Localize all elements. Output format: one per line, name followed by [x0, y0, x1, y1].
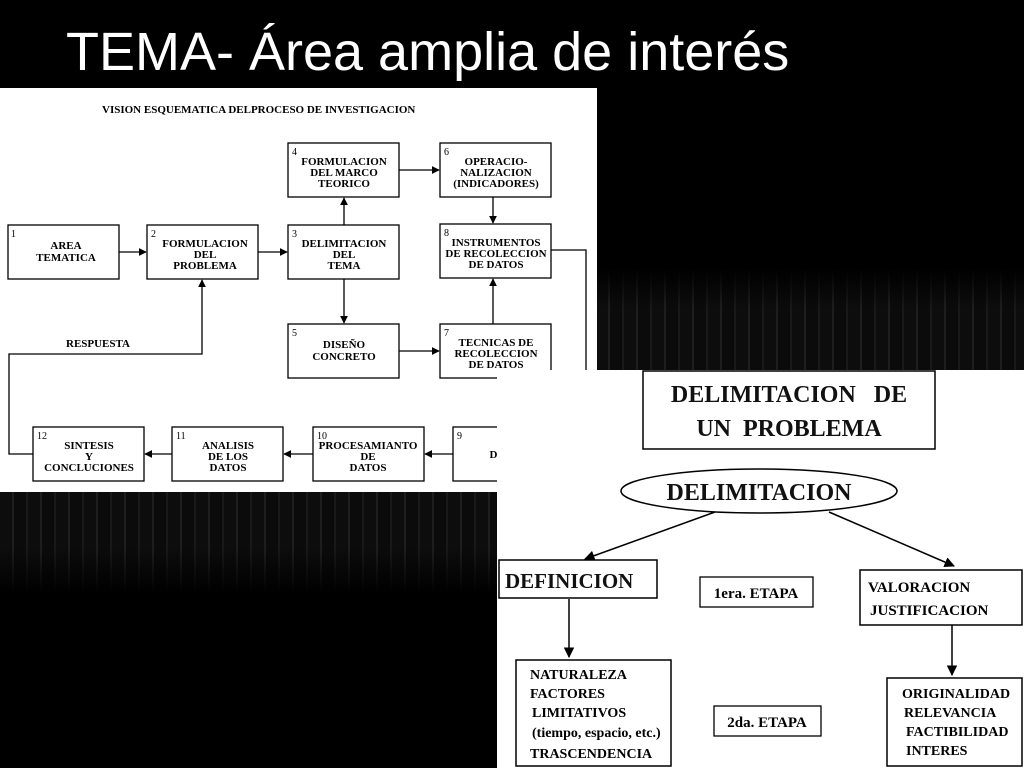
def-item-limitativos: LIMITATIVOS — [532, 706, 626, 721]
box-2-line-3: PROBLEMA — [173, 260, 237, 272]
box-6-line-3: (INDICADORES) — [453, 178, 539, 190]
box-5-line-1: DISEÑO — [323, 339, 366, 351]
box-6-line-2: NALIZACION — [460, 167, 532, 179]
box-8-line-1: INSTRUMENTOS — [451, 237, 540, 249]
box-12-line-1: SINTESIS — [64, 440, 114, 452]
box-8-instrumentos — [439, 223, 552, 279]
delimitacion-ellipse — [620, 468, 898, 514]
box-5-line-2: CONCRETO — [312, 351, 376, 363]
box-1-line-1: AREA — [50, 240, 81, 252]
title-box — [642, 370, 936, 450]
box-7-line-1: TECNICAS DE — [459, 337, 534, 349]
stage-2-label: 2da. ETAPA — [727, 715, 807, 731]
slide-title: TEMA- Área amplia de interés — [66, 22, 790, 82]
valoracion-items-box — [886, 677, 1023, 767]
box-2-number: 2 — [151, 229, 156, 240]
box-7-line-3: DE DATOS — [469, 359, 524, 371]
box-5-diseno-concreto — [287, 323, 400, 379]
box-11-line-3: DATOS — [210, 462, 247, 474]
box-8-line-2: DE RECOLECCION — [445, 248, 546, 260]
box-1-number: 1 — [11, 229, 16, 240]
box-4-line-1: FORMULACION — [301, 156, 387, 168]
def-item-naturaleza: NATURALEZA — [530, 668, 628, 683]
val-item-originalidad: ORIGINALIDAD — [902, 687, 1010, 702]
box-3-line-1: DELIMITACION — [302, 238, 387, 250]
stage-1-label: 1era. ETAPA — [714, 586, 799, 602]
box-6-number: 6 — [444, 147, 449, 158]
box-10-line-3: DATOS — [350, 462, 387, 474]
box-2-line-1: FORMULACION — [162, 238, 248, 250]
box-3-number: 3 — [292, 229, 297, 240]
box-7-tecnicas-recoleccion — [439, 323, 552, 379]
definicion-label: DEFINICION — [505, 569, 633, 593]
background-fade-top — [596, 268, 1024, 308]
box-10-line-1: PROCESAMIANTO — [319, 440, 418, 452]
box-3-line-2: DEL — [333, 249, 356, 261]
def-item-tiempo-espacio: (tiempo, espacio, etc.) — [532, 726, 661, 741]
box-8-line-3: DE DATOS — [469, 259, 524, 271]
box-2-line-2: DEL — [194, 249, 217, 261]
stage-1-box — [699, 576, 814, 608]
box-12-number: 12 — [37, 431, 47, 442]
box-1-area-tematica — [7, 224, 120, 280]
definicion-box — [498, 559, 658, 599]
box-10-line-2: DE — [360, 451, 375, 463]
box-4-line-2: DEL MARCO — [310, 167, 378, 179]
delimitation-diagram: DELIMITACION DE UN PROBLEMA DELIMITACION… — [498, 370, 1023, 767]
stage-2-box — [713, 705, 822, 737]
title-line-1: DELIMITACION DE — [671, 382, 907, 408]
definicion-items-box — [515, 659, 672, 767]
box-3-line-3: TEMA — [328, 260, 361, 272]
val-item-factibilidad: FACTIBILIDAD — [906, 725, 1008, 740]
box-11-analisis — [171, 426, 284, 482]
box-11-number: 11 — [176, 431, 186, 442]
box-7-number: 7 — [444, 328, 449, 339]
box-4-line-3: TEORICO — [318, 178, 370, 190]
box-4-marco-teorico — [287, 142, 400, 198]
arrow-to-valoracion — [828, 511, 955, 568]
box-10-number: 10 — [317, 431, 327, 442]
box-9-number: 9 — [457, 431, 462, 442]
box-7-line-2: RECOLECCION — [454, 348, 537, 360]
box-6-operacionalizacion — [439, 142, 552, 198]
def-item-trascendencia: TRASCENDENCIA — [530, 747, 653, 762]
title-line-2: UN PROBLEMA — [696, 416, 882, 442]
box-12-line-3: CONCLUCIONES — [44, 462, 134, 474]
box-8-number: 8 — [444, 228, 449, 239]
val-item-relevancia: RELEVANCIA — [904, 706, 997, 721]
arrow-respuesta-feedback — [8, 279, 206, 455]
val-item-interes: INTERES — [906, 744, 968, 759]
background-fade-bottom — [0, 548, 498, 594]
box-12-line-2: Y — [85, 451, 93, 463]
box-3-delimitacion-tema — [287, 224, 400, 280]
def-item-factores: FACTORES — [530, 687, 605, 702]
respuesta-label: RESPUESTA — [66, 338, 130, 350]
valoracion-box — [859, 569, 1023, 626]
box-11-line-2: DE LOS — [208, 451, 248, 463]
box-2-formulacion-problema — [146, 224, 259, 280]
box-12-sintesis — [32, 426, 145, 482]
valoracion-line-1: VALORACION — [868, 580, 970, 596]
box-10-procesamiento — [312, 426, 425, 482]
box-1-line-2: TEMATICA — [36, 252, 96, 264]
box-5-number: 5 — [292, 328, 297, 339]
box-6-line-1: OPERACIO- — [465, 156, 528, 168]
box-4-number: 4 — [292, 147, 297, 158]
valoracion-line-2: JUSTIFICACION — [870, 603, 989, 619]
delimitation-diagram-panel: DELIMITACION DE UN PROBLEMA DELIMITACION… — [497, 370, 1024, 768]
process-header: VISION ESQUEMATICA DELPROCESO DE INVESTI… — [102, 104, 415, 116]
arrow-to-definicion — [584, 511, 716, 561]
delimitacion-label: DELIMITACION — [667, 480, 853, 506]
box-11-line-1: ANALISIS — [202, 440, 254, 452]
